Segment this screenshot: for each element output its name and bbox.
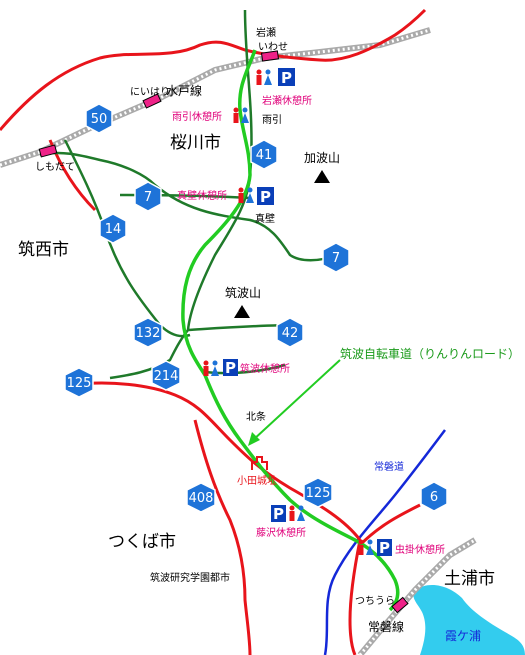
- route-shields: 50 41 7 7 14 132 42 214: [64, 103, 448, 513]
- station-label-niihari: にいはり: [130, 86, 170, 98]
- svg-text:7: 7: [144, 190, 152, 205]
- joban-railway: [357, 537, 477, 655]
- svg-text:408: 408: [189, 491, 214, 506]
- route-shield-50: 50: [85, 103, 113, 134]
- city-label-sakuragawa: 桜川市: [170, 133, 221, 153]
- route-shield-214: 214: [151, 360, 181, 391]
- cycling-road-callout: [248, 359, 341, 446]
- rest-label-fujisawa: 藤沢休憩所: [256, 526, 306, 539]
- toilet-icon: [358, 539, 374, 555]
- place-label-oda-castle: 小田城址: [237, 474, 277, 487]
- svg-text:7: 7: [332, 251, 340, 266]
- place-label-kasumigaura: 霞ケ浦: [445, 629, 481, 643]
- svg-text:50: 50: [91, 112, 108, 127]
- route-shield-408: 408: [186, 482, 216, 513]
- parking-icon: P: [278, 68, 295, 87]
- kasumigaura-lake: [413, 584, 525, 655]
- city-label-chikusei: 筑西市: [18, 240, 69, 260]
- makabe-rest-facilities: P: [238, 187, 274, 206]
- svg-text:125: 125: [306, 486, 331, 501]
- svg-text:6: 6: [430, 490, 438, 505]
- station-label-iwase-kana: いわせ: [258, 41, 288, 53]
- parking-icon: P: [223, 359, 238, 377]
- red-roads: [0, 8, 427, 655]
- place-label-amabiki: 雨引: [262, 114, 282, 126]
- svg-text:125: 125: [67, 376, 92, 391]
- svg-text:P: P: [281, 69, 292, 87]
- city-label-tsukuba: つくば市: [108, 532, 176, 552]
- mito-railway: [0, 27, 431, 168]
- route-shield-7-east: 7: [322, 242, 350, 273]
- toilet-icon: [238, 187, 254, 203]
- svg-text:P: P: [225, 359, 236, 377]
- mountain-label-tsukubasan: 筑波山: [225, 285, 261, 300]
- svg-text:41: 41: [256, 148, 273, 163]
- route-shield-41: 41: [250, 139, 278, 170]
- station-icons: [38, 50, 409, 614]
- route-shield-125-west: 125: [64, 367, 94, 398]
- svg-text:P: P: [273, 505, 284, 523]
- toilet-icon: [289, 505, 305, 521]
- toilet-icon: [203, 360, 219, 376]
- iwase-rest-facilities: P: [256, 68, 295, 87]
- svg-text:14: 14: [105, 222, 122, 237]
- toilet-icon: [233, 107, 249, 123]
- station-label-iwase-kanji: 岩瀬: [256, 26, 276, 39]
- mushikake-rest-facilities: P: [358, 539, 392, 557]
- svg-text:P: P: [260, 188, 271, 206]
- route-shield-14: 14: [99, 213, 127, 244]
- expressway-label-joban: 常磐道: [374, 460, 404, 473]
- station-icon: [142, 93, 162, 109]
- place-label-makabe: 真壁: [255, 212, 275, 225]
- rail-label-mito: 水戸線: [166, 83, 202, 98]
- rest-label-iwase: 岩瀬休憩所: [262, 94, 312, 107]
- mountain-label-kabasan: 加波山: [304, 151, 340, 165]
- parking-icon: P: [377, 539, 392, 557]
- place-label-hojo: 北条: [246, 410, 266, 423]
- rest-label-tsukuba: 筑波休憩所: [240, 362, 290, 375]
- parking-icon: P: [257, 187, 274, 206]
- route-shield-6: 6: [420, 481, 448, 512]
- mountain-icon: [314, 170, 330, 183]
- route-shield-7-west: 7: [134, 181, 162, 212]
- rest-label-amabiki: 雨引休憩所: [172, 110, 222, 123]
- toilet-icon: [256, 69, 272, 85]
- route-shield-42: 42: [276, 317, 304, 348]
- svg-text:214: 214: [154, 369, 179, 384]
- rest-label-makabe: 真壁休憩所: [177, 189, 227, 202]
- svg-text:P: P: [379, 539, 390, 557]
- fujisawa-rest-facilities: P: [271, 505, 305, 523]
- rail-label-tx: 筑波研究学園都市: [150, 571, 230, 584]
- castle-icon: [251, 456, 268, 470]
- svg-text:132: 132: [136, 326, 161, 341]
- station-icon: [38, 144, 58, 158]
- city-label-tsuchiura: 土浦市: [444, 569, 495, 589]
- station-label-shimodate: しもだて: [35, 161, 75, 173]
- tsukuba-rest-facilities: P: [203, 359, 238, 377]
- station-label-tsuchiura: つちうら: [355, 595, 395, 607]
- svg-text:42: 42: [282, 326, 299, 341]
- route-shield-125-east: 125: [303, 477, 333, 508]
- amabiki-rest-facilities: [233, 107, 249, 123]
- mountain-icon: [234, 305, 250, 318]
- rail-label-joban: 常磐線: [368, 619, 404, 634]
- joban-expressway: [323, 429, 446, 655]
- parking-icon: P: [271, 505, 286, 523]
- cycling-road-title: 筑波自転車道（りんりんロード）: [340, 346, 520, 361]
- rest-label-mushikake: 虫掛休憩所: [395, 543, 445, 556]
- station-icon: [260, 50, 280, 62]
- route-shield-132: 132: [133, 317, 163, 348]
- station-icon: [391, 596, 409, 614]
